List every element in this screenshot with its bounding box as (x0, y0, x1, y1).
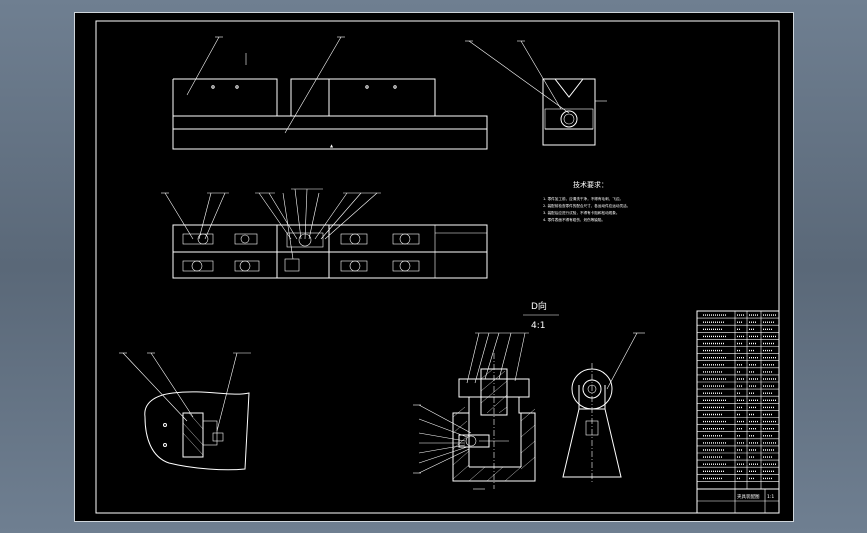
drawing-border (95, 20, 780, 514)
tech-requirements-title: 技术要求： (573, 180, 608, 189)
tech-note-2: 2. 装配前检查零件的配合尺寸，各运动件应运动灵活。 (543, 203, 630, 208)
detail-view (119, 352, 251, 471)
title-block: 夹具装配图 1:1 (696, 488, 780, 514)
drawing-sheet: ▲ (74, 12, 794, 522)
view-label: D向 (531, 300, 547, 312)
technical-requirements: 技术要求： 1. 零件加工前，应清洗干净，不得有毛刺、飞边。 2. 装配前检查零… (543, 180, 630, 222)
tech-note-4: 4. 零件表面不得有碰伤、划伤等缺陷。 (543, 217, 605, 222)
tech-note-3: 3. 装配后应进行试验，不得有卡阻和松动现象。 (543, 210, 619, 215)
section-view: D向 4:1 (413, 300, 559, 490)
drawing-name: 夹具装配图 (737, 493, 760, 500)
plan-view (161, 188, 488, 279)
drawing-scale: 1:1 (767, 494, 774, 500)
side-elevation-view (465, 40, 607, 146)
view-scale: 4:1 (531, 321, 545, 331)
svg-text:▲: ▲ (330, 143, 334, 148)
front-elevation-view: ▲ (172, 36, 488, 150)
support-view (562, 332, 645, 483)
tech-note-1: 1. 零件加工前，应清洗干净，不得有毛刺、飞边。 (543, 196, 623, 201)
parts-list (696, 310, 780, 490)
cad-drawing: ▲ (95, 20, 780, 514)
